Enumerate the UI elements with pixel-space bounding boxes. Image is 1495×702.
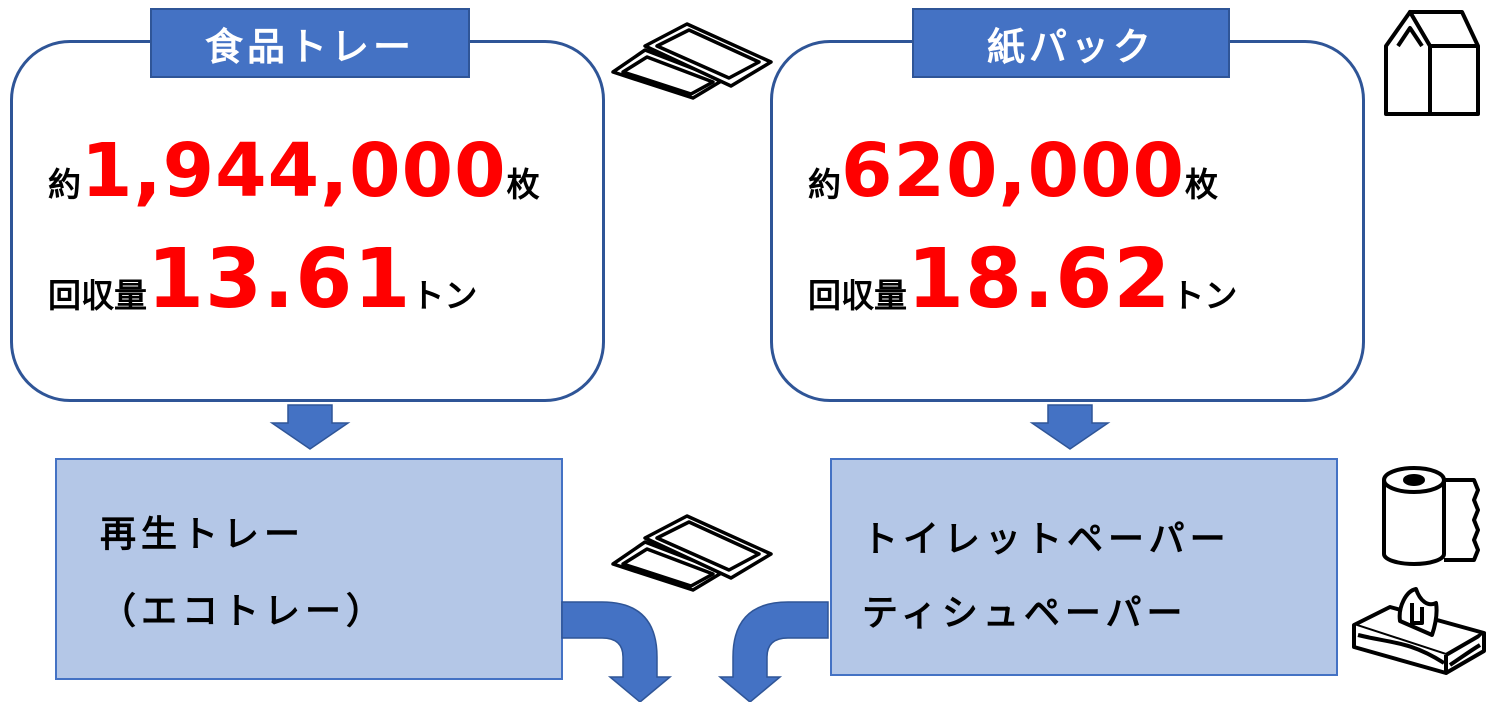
paper-pack-panel	[770, 40, 1365, 402]
count-unit: 枚	[1185, 165, 1219, 204]
amount-unit: トン	[1171, 276, 1238, 315]
paper-pack-count: 約 620,000 枚	[808, 128, 1218, 214]
food-tray-amount-value: 13.61	[147, 232, 412, 327]
right-down-arrow	[1029, 404, 1111, 450]
count-prefix: 約	[48, 165, 81, 204]
amount-label: 回収量	[808, 276, 907, 315]
count-unit: 枚	[506, 165, 540, 204]
food-tray-panel	[10, 40, 605, 402]
paper-products-line2: ティシュペーパー	[862, 593, 1188, 634]
food-tray-amount: 回収量 13.61 トン	[48, 232, 477, 327]
paper-pack-title: 紙パック	[912, 8, 1230, 78]
recycled-tray-line2: （エコトレー）	[100, 591, 388, 632]
count-prefix: 約	[808, 165, 841, 204]
food-tray-title-text: 食品トレー	[204, 24, 415, 69]
paper-pack-count-value: 620,000	[841, 128, 1186, 214]
paper-pack-title-text: 紙パック	[986, 24, 1155, 69]
toilet-paper-icon	[1382, 466, 1480, 566]
food-tray-title: 食品トレー	[150, 8, 470, 78]
food-tray-icon	[611, 22, 773, 100]
right-curved-arrow	[717, 601, 829, 702]
paper-pack-amount: 回収量 18.62 トン	[808, 232, 1237, 327]
recycled-tray-line1: 再生トレー	[100, 514, 306, 555]
left-curved-arrow	[561, 601, 673, 702]
amount-unit: トン	[411, 276, 478, 315]
tissue-box-icon	[1352, 587, 1486, 675]
milk-carton-icon	[1384, 10, 1480, 116]
left-down-arrow	[269, 404, 351, 450]
paper-products-line1: トイレットペーパー	[862, 519, 1231, 560]
food-tray-icon-2	[611, 514, 773, 592]
food-tray-count-value: 1,944,000	[81, 128, 507, 214]
recycled-tray-box	[55, 458, 563, 680]
amount-label: 回収量	[48, 276, 147, 315]
paper-products-box	[830, 458, 1338, 676]
paper-pack-amount-value: 18.62	[907, 232, 1172, 327]
food-tray-count: 約 1,944,000 枚	[48, 128, 540, 214]
